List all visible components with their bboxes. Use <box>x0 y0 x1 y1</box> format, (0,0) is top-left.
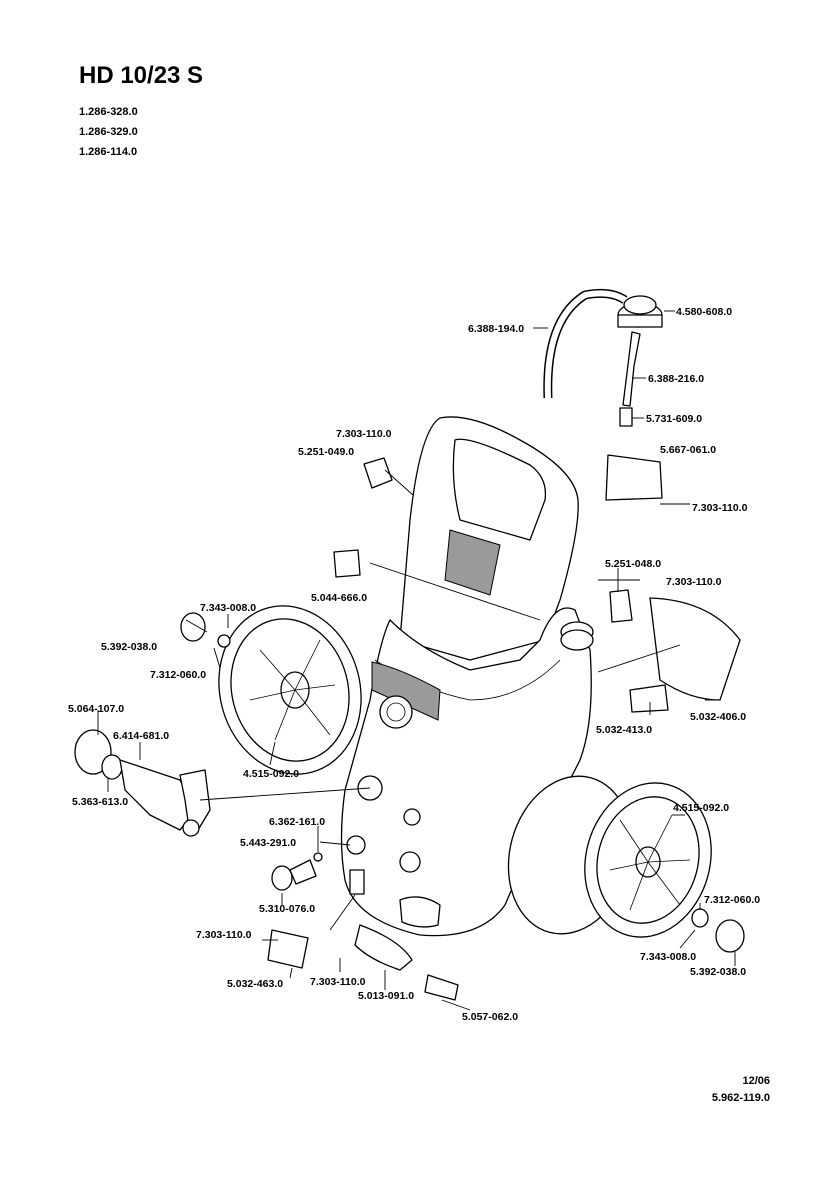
part-label: 5.667-061.0 <box>660 444 716 456</box>
part-label: 5.057-062.0 <box>462 1011 518 1023</box>
part-label: 7.303-110.0 <box>692 502 748 514</box>
part-label: 7.303-110.0 <box>196 929 252 941</box>
part-label: 5.044-666.0 <box>311 592 367 604</box>
part-label: 4.515-092.0 <box>243 768 299 780</box>
part-label: 6.414-681.0 <box>113 730 169 742</box>
part-label: 7.303-110.0 <box>310 976 366 988</box>
right-wheel <box>507 775 712 938</box>
part-label: 5.392-038.0 <box>101 641 157 653</box>
part-label: 7.303-110.0 <box>666 576 722 588</box>
left-wheel <box>218 605 362 775</box>
model-number-2: 1.286-329.0 <box>79 126 138 138</box>
page-title: HD 10/23 S <box>79 62 204 89</box>
small-parts <box>74 454 745 1001</box>
part-label: 4.515-092.0 <box>673 802 729 814</box>
part-label: 5.032-463.0 <box>227 978 283 990</box>
part-label: 5.443-291.0 <box>240 837 296 849</box>
part-label: 5.251-048.0 <box>605 558 661 570</box>
part-label: 5.731-609.0 <box>646 413 702 425</box>
part-label: 7.343-008.0 <box>640 951 696 963</box>
part-label: 5.251-049.0 <box>298 446 354 458</box>
part-label: 7.312-060.0 <box>150 669 206 681</box>
part-label: 6.388-216.0 <box>648 373 704 385</box>
part-label: 7.303-110.0 <box>336 428 392 440</box>
part-label: 5.032-406.0 <box>690 711 746 723</box>
part-label: 4.580-608.0 <box>676 306 732 318</box>
model-number-1: 1.286-328.0 <box>79 106 138 118</box>
part-label: 5.392-038.0 <box>690 966 746 978</box>
part-label: 5.013-091.0 <box>358 990 414 1002</box>
part-label: 5.064-107.0 <box>68 703 124 715</box>
revision-date: 12/06 <box>742 1075 770 1087</box>
leader-lines <box>97 310 736 1011</box>
part-label: 6.388-194.0 <box>468 323 524 335</box>
part-label: 6.362-161.0 <box>269 816 325 828</box>
part-label: 7.312-060.0 <box>704 894 760 906</box>
model-number-3: 1.286-114.0 <box>79 146 138 158</box>
hose-assembly <box>543 288 663 427</box>
part-label: 7.343-008.0 <box>200 602 256 614</box>
part-label: 5.310-076.0 <box>259 903 315 915</box>
part-labels: 4.580-608.0 6.388-194.0 6.388-216.0 5.73… <box>68 306 760 1023</box>
part-label: 5.032-413.0 <box>596 724 652 736</box>
part-label: 5.363-613.0 <box>72 796 128 808</box>
document-number: 5.962-119.0 <box>711 1092 770 1104</box>
